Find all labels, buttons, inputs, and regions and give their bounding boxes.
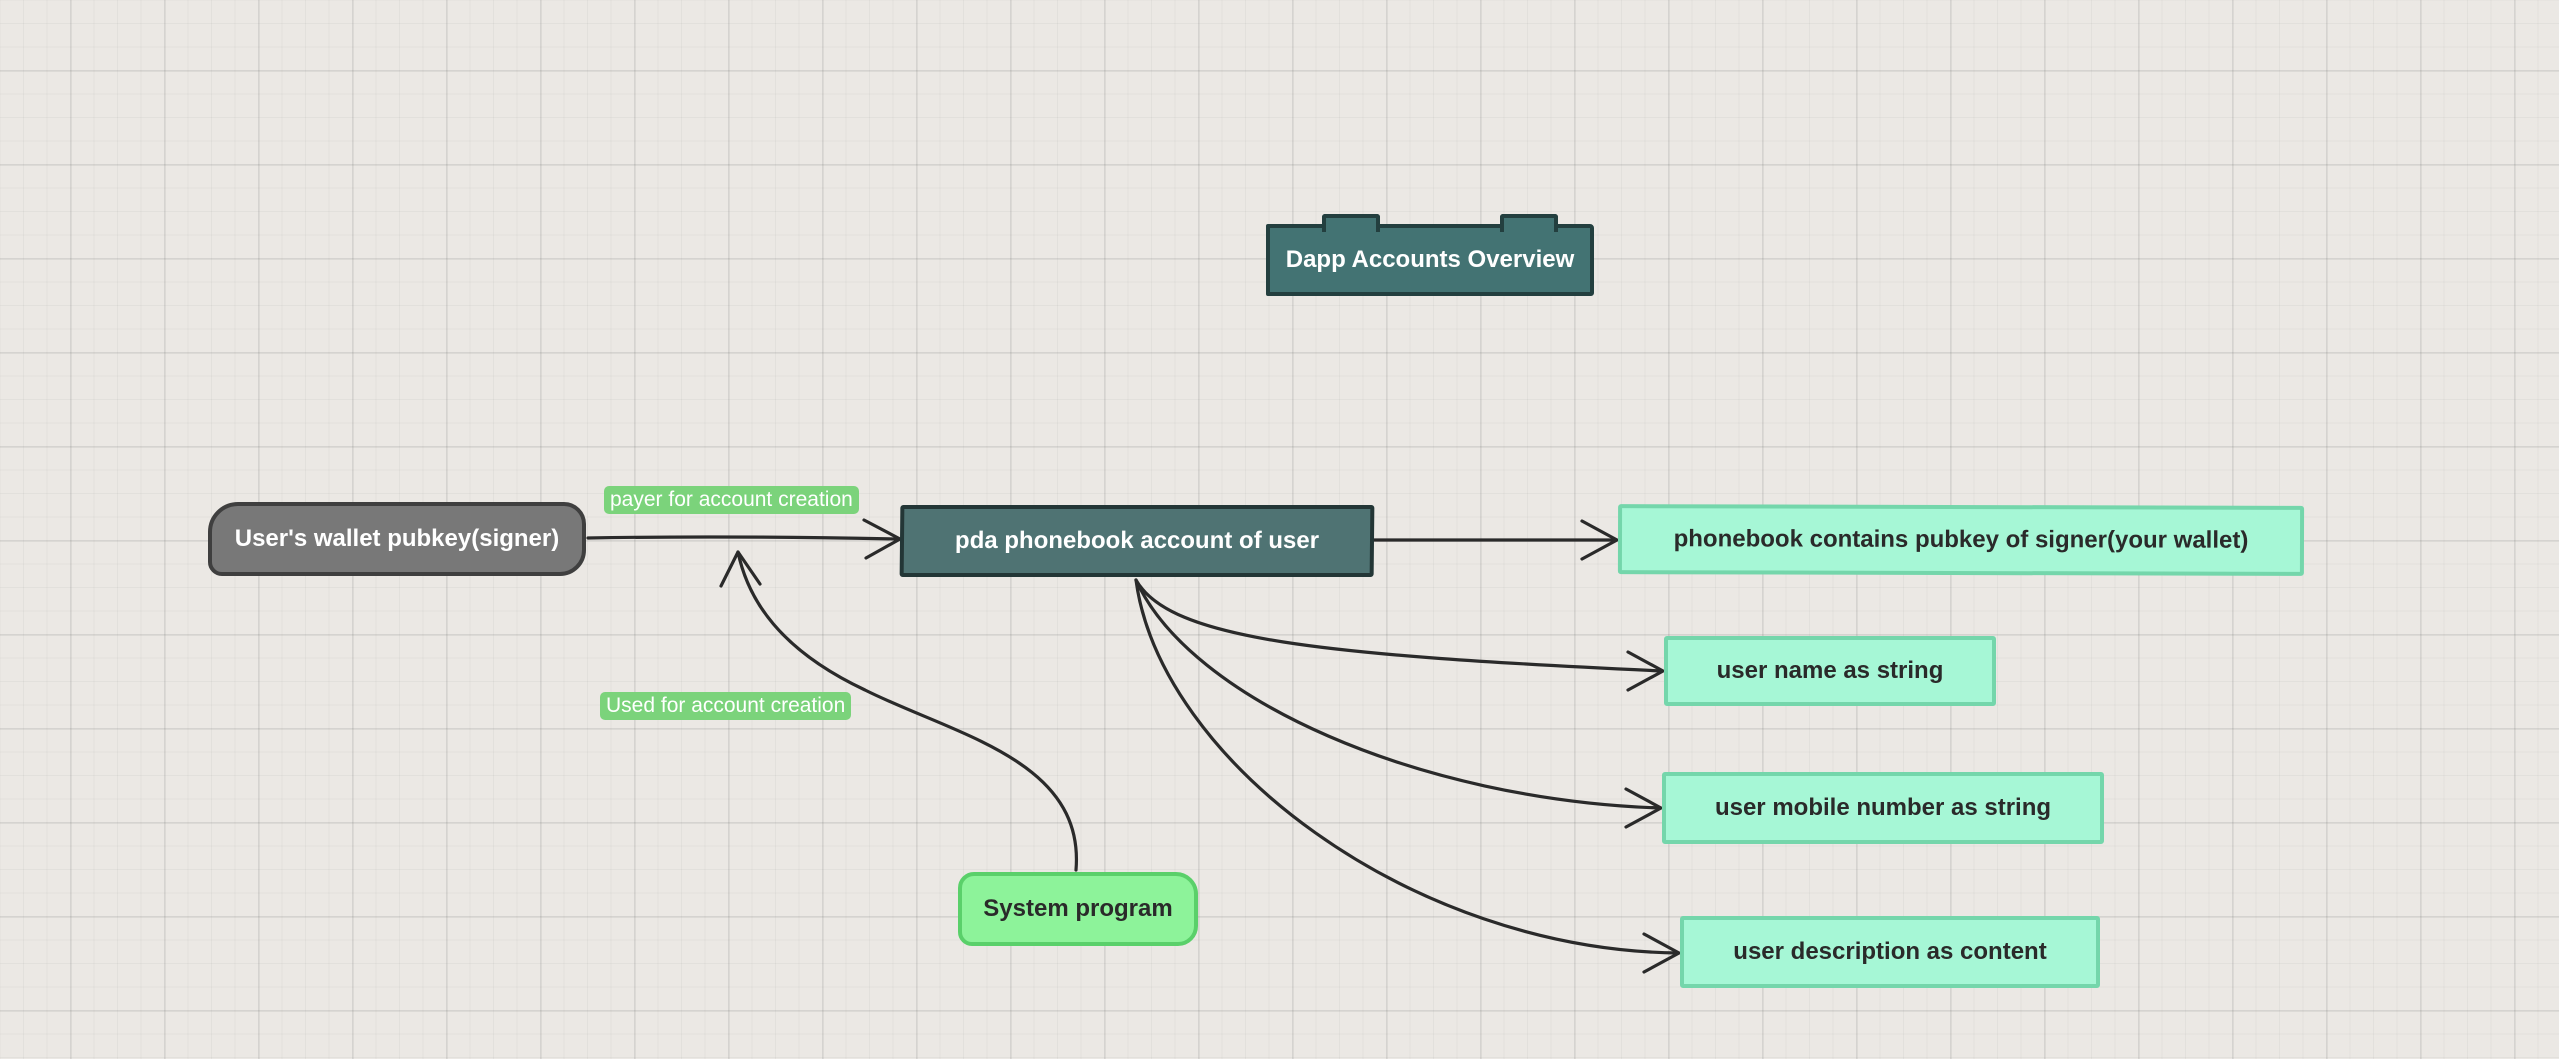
edge-system-to-payer [736,550,1078,872]
pda-account-node-label: pda phonebook account of user [954,527,1320,554]
field-node-mobile-label: user mobile number as string [1714,794,2052,821]
arrowhead-pda-to-mobile [1624,787,1663,829]
field-node-description-label: user description as content [1733,938,2047,965]
system-program-node[interactable]: System program [958,872,1198,946]
title-tab-left [1322,214,1380,232]
edge-label-used-for-creation[interactable]: Used for account creation [600,692,852,720]
edge-wallet-to-pda [586,535,900,541]
arrowhead-system-to-payer [719,550,762,588]
arrowhead-pda-to-name [1626,650,1665,692]
arrowhead-pda-to-pubkey [1580,519,1619,561]
edge-label-payer[interactable]: payer for account creation [604,486,859,514]
field-node-pubkey-label: phonebook contains pubkey of signer(your… [1673,525,2249,554]
diagram-title: Dapp Accounts Overview [1285,246,1575,273]
field-node-mobile[interactable]: user mobile number as string [1662,772,2104,844]
edge-pda-to-name [1134,578,1664,673]
title-tab-right [1500,214,1558,232]
pda-account-node[interactable]: pda phonebook account of user [899,505,1375,577]
field-node-name[interactable]: user name as string [1664,636,1996,706]
wallet-node[interactable]: User's wallet pubkey(signer) [208,502,586,576]
diagram-title-node[interactable]: Dapp Accounts Overview [1266,214,1594,296]
field-node-description[interactable]: user description as content [1680,916,2100,988]
wallet-node-label: User's wallet pubkey(signer) [234,525,560,552]
edge-pda-to-mobile [1134,578,1662,810]
arrowhead-pda-to-description [1642,932,1681,974]
field-node-pubkey[interactable]: phonebook contains pubkey of signer(your… [1617,504,2305,576]
system-program-node-label: System program [983,895,1173,922]
field-node-name-label: user name as string [1716,657,1944,684]
edge-pda-to-description [1134,578,1680,955]
